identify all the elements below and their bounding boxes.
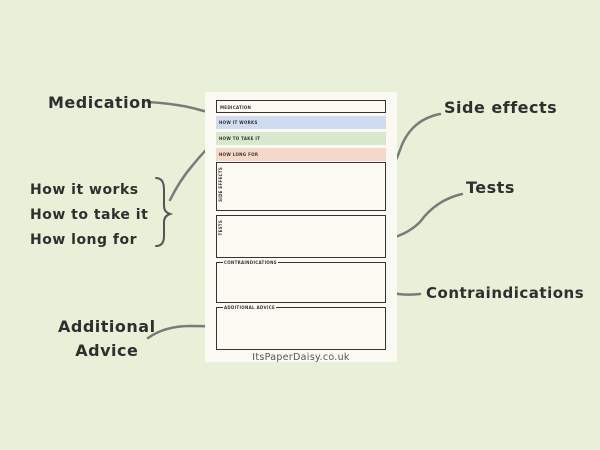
sheet-contraindications-box: CONTRAINDICATIONS: [216, 260, 386, 303]
callout-group: How it works How to take it How long for: [30, 178, 148, 253]
callout-additional-line2: Advice: [75, 341, 139, 360]
callout-additional-line1: Additional: [58, 317, 156, 336]
callout-how-long-for: How long for: [30, 232, 138, 248]
callout-contraindications: Contraindications: [426, 284, 585, 302]
sheet-contraindications-label: CONTRAINDICATIONS: [223, 260, 278, 265]
sheet-how-to-take-it-field: HOW TO TAKE IT: [216, 132, 386, 145]
callout-side-effects: Side effects: [444, 98, 558, 117]
callout-how-it-works: How it works: [30, 182, 139, 198]
medication-sheet: MEDICATION HOW IT WORKS HOW TO TAKE IT H…: [205, 92, 397, 363]
callout-tests: Tests: [466, 178, 515, 197]
sheet-side-effects-box: SIDE EFFECTS: [216, 162, 386, 211]
sheet-additional-advice-label: ADDITIONAL ADVICE: [223, 305, 276, 310]
callout-how-to-take-it: How to take it: [30, 207, 149, 223]
callout-medication: Medication: [48, 93, 153, 112]
sheet-tests-label: TESTS: [218, 220, 223, 236]
sheet-tests-box: TESTS: [216, 215, 386, 258]
sheet-how-it-works-field: HOW IT WORKS: [216, 116, 386, 129]
callout-additional-advice: Additional Advice: [58, 315, 156, 363]
group-brace: [155, 177, 174, 247]
sheet-how-long-for-field: HOW LONG FOR: [216, 148, 386, 161]
sheet-footer-url: ItsPaperDaisy.co.uk: [252, 352, 350, 363]
sheet-additional-advice-box: ADDITIONAL ADVICE: [216, 305, 386, 350]
sheet-medication-field: MEDICATION: [216, 100, 386, 113]
sheet-side-effects-label: SIDE EFFECTS: [218, 167, 223, 202]
